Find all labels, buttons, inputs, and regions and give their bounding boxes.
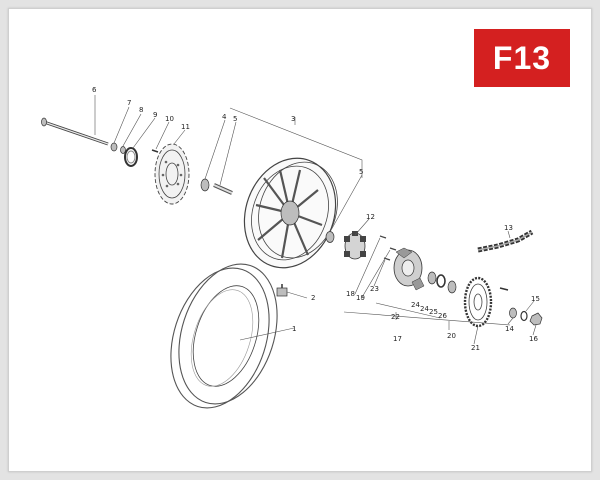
callout-15: 15 <box>531 295 540 303</box>
callout-20: 20 <box>447 332 456 340</box>
sprocket-bolt <box>499 287 509 291</box>
callout-labels: 1 2 3 4 5 5 6 7 8 9 10 11 12 13 14 15 16… <box>92 86 540 352</box>
rear-sprocket <box>463 276 493 328</box>
bearing-4 <box>200 178 210 192</box>
callout-9: 9 <box>153 111 157 119</box>
tyre-valve <box>276 284 288 297</box>
callout-16: 16 <box>529 335 538 343</box>
callout-17: 17 <box>393 335 402 343</box>
callout-3: 3 <box>291 115 295 123</box>
section-badge: F13 <box>474 29 570 87</box>
callout-7: 7 <box>127 99 131 107</box>
callout-5-right: 5 <box>359 168 363 176</box>
drive-chain <box>477 229 534 253</box>
wheel-rim <box>243 157 338 269</box>
callout-21: 21 <box>471 344 480 352</box>
callout-24-a: 24 <box>411 301 420 309</box>
sprocket-carrier <box>393 247 425 291</box>
callout-23: 23 <box>370 285 379 293</box>
callout-6: 6 <box>92 86 97 94</box>
washer-14 <box>509 307 517 319</box>
callout-18: 18 <box>346 290 355 298</box>
callout-22: 22 <box>391 313 400 321</box>
spacer-7 <box>110 142 118 152</box>
spacer-tube-5 <box>213 183 233 195</box>
callout-1: 1 <box>292 325 296 333</box>
callout-10: 10 <box>165 115 174 123</box>
callout-11: 11 <box>181 123 190 131</box>
callout-8: 8 <box>139 106 143 114</box>
callout-2: 2 <box>311 294 315 302</box>
callout-5-left: 5 <box>233 115 237 123</box>
callout-4: 4 <box>222 113 227 121</box>
brake-disc <box>154 143 190 205</box>
studs <box>379 235 397 261</box>
callout-14: 14 <box>505 325 514 333</box>
bearing-5 <box>325 231 335 243</box>
axle-nut-16 <box>529 312 543 326</box>
tyre <box>170 263 278 409</box>
carrier-bearings <box>427 271 457 294</box>
rear-axle <box>41 117 109 146</box>
callout-12: 12 <box>366 213 375 221</box>
cush-drive-rubbers <box>344 231 366 260</box>
callout-26: 26 <box>438 312 447 320</box>
washer-15 <box>520 310 528 322</box>
seal-ring-9 <box>124 147 138 167</box>
callout-13: 13 <box>504 224 513 232</box>
bush-8 <box>120 146 126 154</box>
callout-24-b: 24 <box>420 305 429 313</box>
callout-19: 19 <box>356 294 365 302</box>
leader-lines <box>94 95 537 345</box>
screw-10 <box>151 149 159 153</box>
callout-25: 25 <box>429 308 438 316</box>
